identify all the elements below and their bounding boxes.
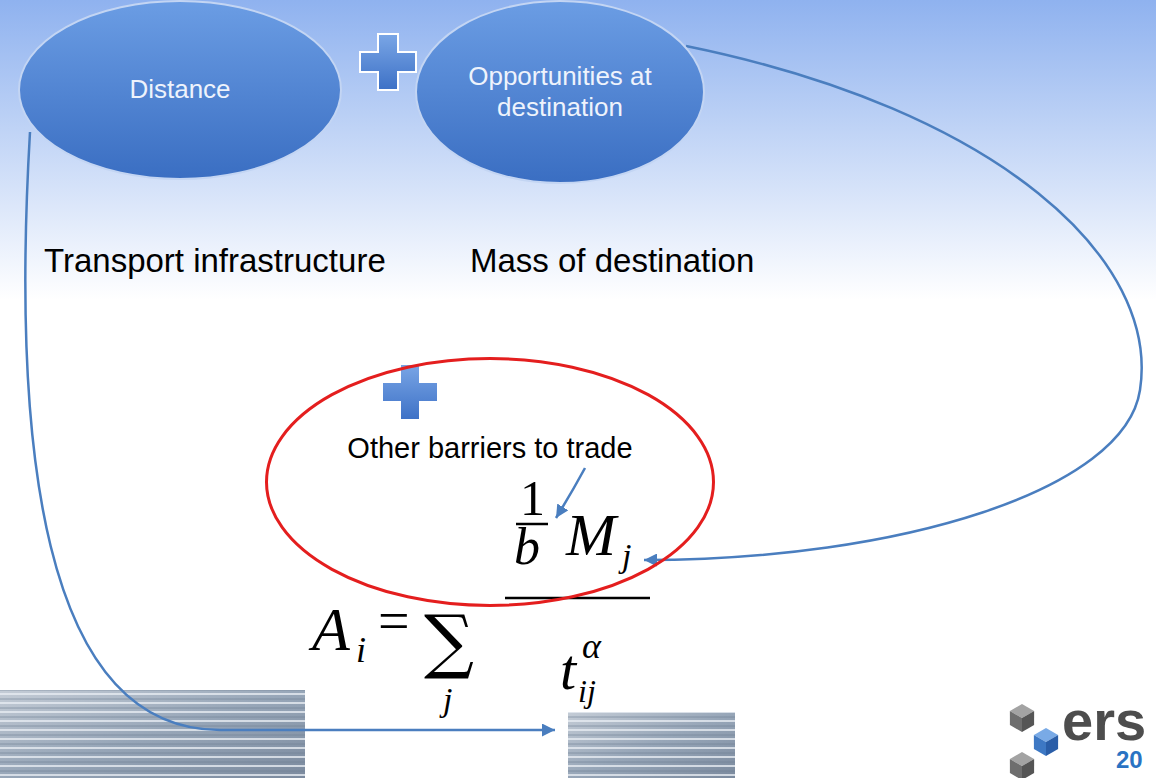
formula-symbol: A [312,598,350,660]
ellipse-shape [19,1,341,179]
node-text: Distance [129,74,230,105]
formula-symbol: t [560,641,576,699]
plus-sign [360,34,416,90]
factor-label: Transport infrastructure [44,244,386,277]
ellipse-shape [267,359,714,606]
formula-subscript: ij [578,675,596,707]
formula-operator: = [378,593,410,649]
formula-subscript: ij [578,675,596,707]
formula-symbol: b [514,521,540,573]
formula-operator: ∑ [424,606,474,676]
formula-symbol: M [566,505,616,565]
logo-text: 20 [1116,748,1143,772]
factor-label: Transport infrastructure [44,244,386,277]
highlight-ellipse: Other barriers to trade [265,357,715,607]
formula-symbol: b [514,521,540,573]
formula-operator: = [378,593,410,649]
formula-subscript: j [622,539,631,573]
formula-superscript: α [582,628,601,664]
formula-symbol: t [560,641,576,699]
ellipse-outline [265,357,715,607]
ellipse-shape [416,1,704,183]
pointer-arrow [644,46,1142,560]
logo-text: ers [1062,693,1146,749]
formula-subscript: j [622,539,631,573]
node-text: Opportunities at destination [465,61,655,123]
logo-text: 20 [1116,748,1143,772]
factor-label: Mass of destination [470,244,754,277]
photo-texture [568,712,735,778]
photo-texture [0,690,305,778]
logo-text: ers [1062,693,1146,749]
background-gradient [0,0,1156,300]
node-text: Other barriers to trade [347,431,632,466]
factor-ellipse: Distance [18,0,342,180]
formula-superscript: α [582,628,601,664]
factor-ellipse: Opportunities at destination [415,0,705,184]
logo-cubes [1010,704,1058,778]
photo-strip [568,712,735,778]
formula-operator: ∑ [424,606,474,676]
formula-symbol: M [566,505,616,565]
formula-symbol: 1 [520,473,545,523]
photo-strip [0,690,305,778]
formula-symbol: 1 [520,473,545,523]
pointer-arrow [25,132,555,730]
factor-label: Mass of destination [470,244,754,277]
formula-subscript: i [356,632,366,668]
formula-subscript: j [443,683,452,717]
formula-subscript: j [443,683,452,717]
formula-subscript: i [356,632,366,668]
formula-symbol: A [312,598,350,660]
